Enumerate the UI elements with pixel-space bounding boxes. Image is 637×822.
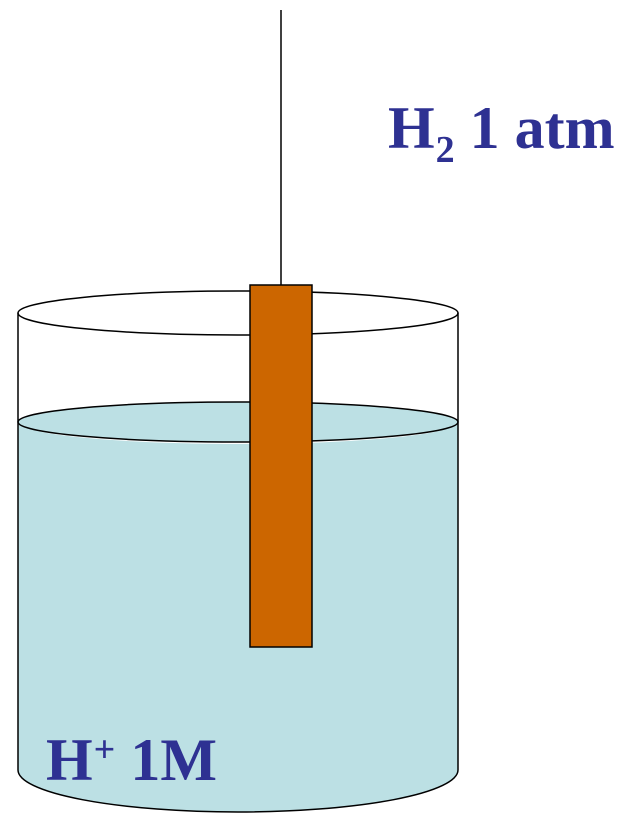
beaker-bottom (17, 769, 459, 813)
solution-superscript: + (93, 729, 116, 771)
gas-element: H (388, 95, 435, 161)
electrode (249, 284, 313, 648)
solution-concentration: 1M (115, 727, 217, 793)
gas-label: H2 1 atm (388, 95, 615, 169)
solution-element: H (46, 727, 93, 793)
solution (18, 422, 458, 812)
gas-pressure: 1 atm (454, 95, 615, 161)
solution-label: H+ 1M (46, 730, 217, 790)
solution-surface (17, 401, 459, 443)
gas-subscript: 2 (435, 129, 455, 171)
beaker-rim (17, 290, 459, 336)
